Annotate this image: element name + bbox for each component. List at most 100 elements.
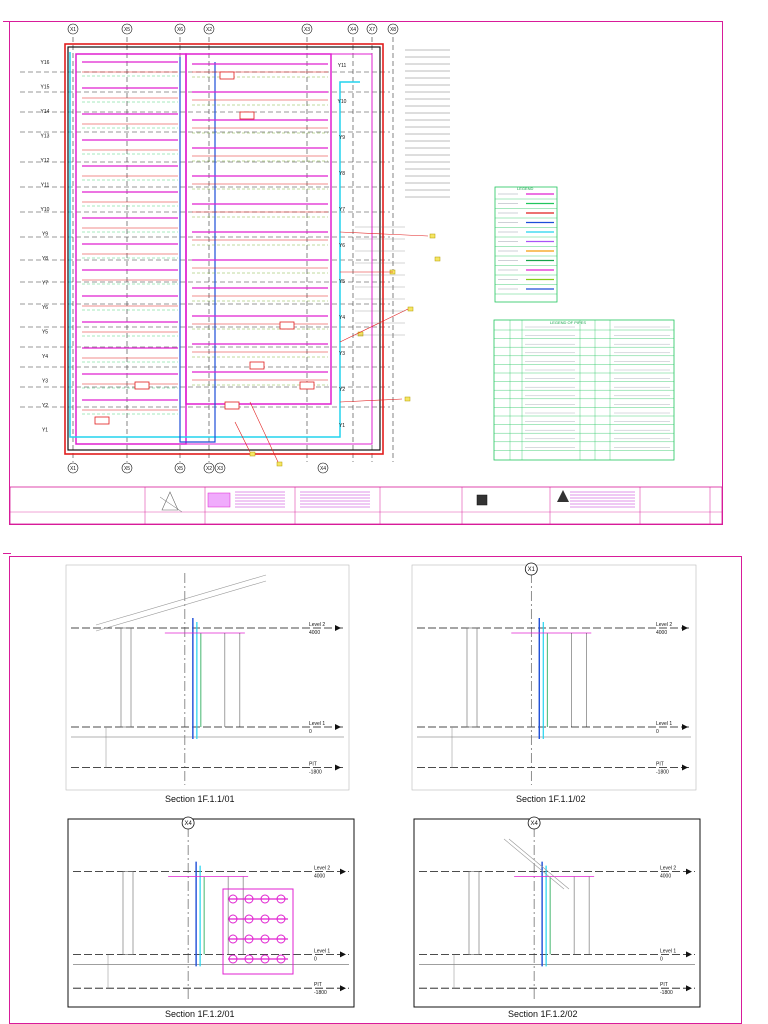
leader-line — [339, 231, 429, 237]
equipment-tag — [279, 321, 295, 330]
axis-label: X4 — [530, 821, 538, 827]
level-label: PIT — [314, 982, 322, 988]
zone-outline — [75, 53, 187, 445]
level-label: Level 1 — [309, 721, 325, 727]
leader-line — [249, 401, 279, 463]
north-arrow-icon — [159, 496, 183, 513]
grid-label-left: Y16 — [41, 60, 50, 66]
level-marker-icon — [686, 951, 692, 958]
callout-tag — [429, 233, 436, 239]
equipment-tag — [299, 381, 315, 390]
wall — [468, 871, 480, 955]
equipment-tag — [239, 111, 255, 120]
grid-label-top: X3 — [304, 27, 310, 33]
legend2-title: LEGEND OF PIPES — [550, 320, 587, 325]
grid-label-right: Y11 — [338, 63, 347, 69]
section-frame — [67, 818, 355, 1008]
roof-line — [508, 838, 570, 890]
level-marker-icon — [335, 625, 341, 631]
equipment-tag — [249, 361, 265, 370]
grid-label-top: X6 — [177, 27, 183, 33]
grid-label-right: Y6 — [339, 243, 345, 249]
grid-bubble — [387, 23, 399, 35]
level-label: Level 2 — [309, 622, 325, 628]
level-label: Level 2 — [314, 866, 330, 872]
level-marker-icon — [340, 985, 346, 992]
axis-bubble — [527, 816, 541, 830]
grid-label-left: Y12 — [41, 158, 50, 164]
level-marker-icon — [340, 868, 346, 875]
wall — [120, 627, 132, 728]
level-value: -1800 — [314, 990, 327, 996]
level-value: 0 — [314, 956, 317, 962]
grid-label-bottom: X4 — [320, 466, 326, 472]
level-value: -1800 — [309, 770, 322, 776]
grid-bubble — [203, 462, 215, 474]
equipment-tag — [134, 381, 150, 390]
grid-label-right: Y8 — [339, 171, 345, 177]
grid-label-right: Y4 — [339, 315, 345, 321]
level-value: 0 — [660, 956, 663, 962]
grid-label-right: Y10 — [338, 99, 347, 105]
logo-icon — [207, 492, 231, 508]
grid-bubble — [67, 23, 79, 35]
axis-bubble — [181, 816, 195, 830]
grid-label-top: X8 — [390, 27, 396, 33]
title-block — [10, 486, 722, 524]
level-marker-icon — [682, 764, 688, 771]
roof-line — [503, 838, 565, 890]
grid-bubble — [301, 23, 313, 35]
level-marker-icon — [686, 868, 692, 875]
pipe-cyan — [69, 52, 360, 438]
grid-label-bottom: X2 — [206, 466, 212, 472]
grid-label-left: Y11 — [41, 183, 50, 189]
section-frame — [411, 564, 697, 791]
warning-icon — [557, 490, 569, 502]
axis-label: X4 — [184, 821, 192, 827]
grid-label-left: Y1 — [42, 428, 48, 434]
grid-label-left: Y2 — [42, 403, 48, 409]
grid-label-top: X2 — [206, 27, 212, 33]
level-value: -1800 — [656, 770, 669, 776]
grid-label-left: Y10 — [41, 207, 50, 213]
section-caption: Section 1F.1.1/01 — [165, 794, 235, 804]
pipe-blue — [179, 57, 216, 443]
section-frame — [65, 564, 350, 791]
grid-label-bottom: X5 — [177, 466, 183, 472]
pipe-red — [64, 43, 384, 455]
equipment-tag — [94, 416, 110, 425]
level-value: 0 — [656, 729, 659, 735]
grid-label-top: X7 — [369, 27, 375, 33]
level-value: 0 — [309, 729, 312, 735]
grid-label-right: Y1 — [339, 423, 345, 429]
grid-label-right: Y2 — [339, 387, 345, 393]
grid-label-left: Y7 — [42, 281, 48, 287]
manifold-frame — [222, 888, 294, 975]
equipment-tag — [219, 71, 235, 80]
grid-label-left: Y6 — [42, 305, 48, 311]
level-marker-icon — [340, 951, 346, 958]
wall — [466, 627, 478, 728]
grid-bubble — [121, 23, 133, 35]
level-label: Level 1 — [660, 948, 676, 954]
section-caption: Section 1F.1.2/01 — [165, 1009, 235, 1019]
section-caption: Section 1F.1.2/02 — [508, 1009, 578, 1019]
level-marker-icon — [335, 724, 341, 730]
roof-line — [95, 580, 267, 632]
level-marker-icon — [335, 764, 341, 771]
grid-bubble — [174, 462, 186, 474]
grid-label-top: X4 — [350, 27, 356, 33]
roof-line — [95, 574, 267, 626]
grid-label-bottom: X1 — [70, 466, 76, 472]
grid-bubble — [317, 462, 329, 474]
grid-label-left: Y14 — [41, 109, 50, 115]
callout-tag — [434, 256, 441, 262]
wall — [122, 871, 134, 955]
grid-bubble — [121, 462, 133, 474]
grid-label-right: Y5 — [339, 279, 345, 285]
grid-label-left: Y9 — [42, 232, 48, 238]
section-caption: Section 1F.1.1/02 — [516, 794, 586, 804]
grid-label-left: Y15 — [41, 85, 50, 91]
